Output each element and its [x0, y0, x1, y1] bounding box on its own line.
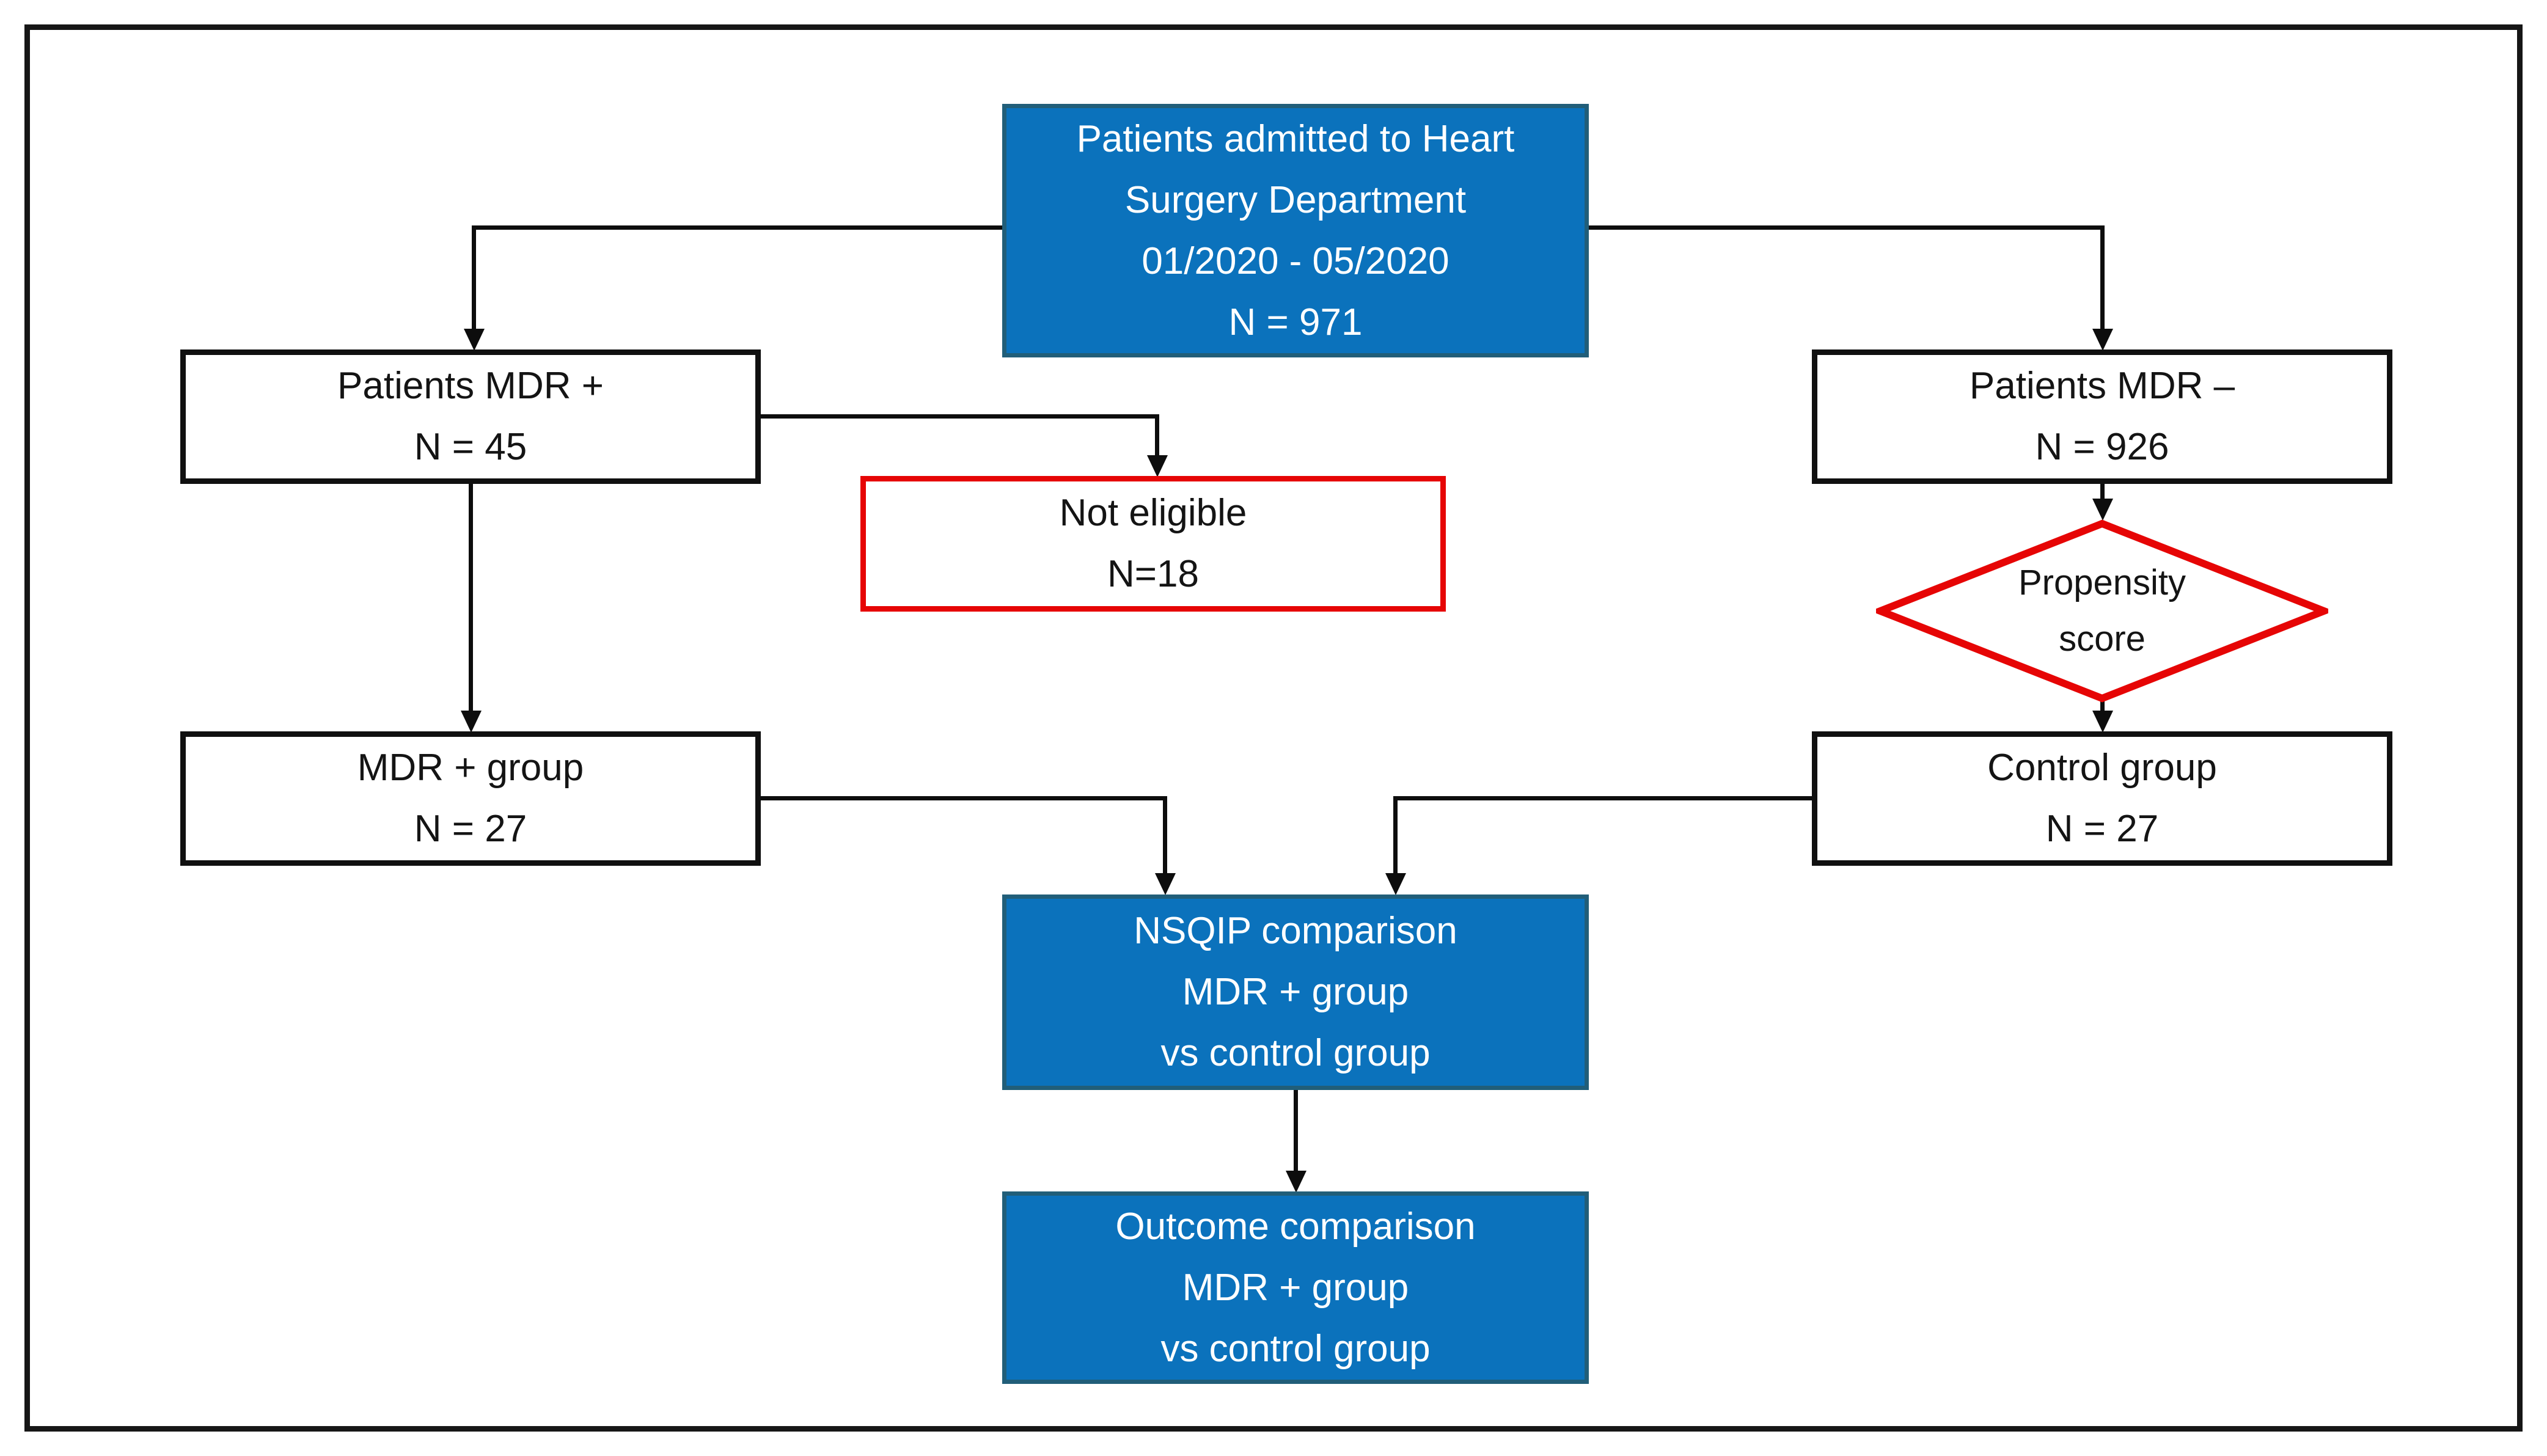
- connector-control-to-nsqip-vertical: [1393, 796, 1398, 873]
- node-not-eligible: Not eligible N=18: [860, 476, 1446, 612]
- node-not-eligible-line2: N=18: [1107, 553, 1199, 595]
- node-patients-admitted-line4: N = 971: [1228, 301, 1363, 343]
- connector-mdrneg-to-diamond: [2100, 483, 2105, 500]
- node-mdr-group-line1: MDR + group: [357, 747, 584, 789]
- node-mdr-group-line2: N = 27: [414, 808, 527, 850]
- node-propensity-line1: Propensity: [2018, 563, 2186, 602]
- connector-top-to-right-vertical: [2100, 225, 2105, 329]
- connector-top-to-right-horizontal: [1588, 225, 2105, 230]
- node-propensity-line2: score: [2059, 619, 2146, 659]
- arrowhead-into-outcome: [1286, 1171, 1306, 1193]
- node-control-group-line2: N = 27: [2045, 808, 2159, 850]
- connector-mdrpos-to-mdrgroup: [469, 483, 473, 711]
- node-nsqip-comparison: NSQIP comparison MDR + group vs control …: [1002, 894, 1589, 1090]
- arrowhead-into-diamond: [2092, 499, 2113, 521]
- node-control-group-line1: Control group: [1987, 747, 2217, 789]
- node-patients-mdr-negative: Patients MDR – N = 926: [1812, 349, 2392, 484]
- outer-border-frame: [24, 24, 2523, 1432]
- node-outcome-line3: vs control group: [1160, 1327, 1431, 1370]
- connector-mdrgroup-to-nsqip-vertical: [1163, 796, 1167, 873]
- arrowhead-into-control: [2092, 711, 2113, 733]
- arrowhead-into-mdr-negative: [2092, 329, 2113, 351]
- node-patients-admitted-line1: Patients admitted to Heart: [1076, 117, 1515, 160]
- node-control-group: Control group N = 27: [1812, 731, 2392, 866]
- propensity-diamond-shape: [1876, 519, 2328, 703]
- node-outcome-line1: Outcome comparison: [1115, 1205, 1476, 1248]
- node-mdr-negative-line2: N = 926: [2035, 426, 2169, 468]
- propensity-diamond-label: Propensity score: [1876, 519, 2328, 703]
- node-outcome-line2: MDR + group: [1182, 1266, 1409, 1309]
- arrowhead-into-mdr-positive: [464, 329, 485, 351]
- node-patients-mdr-positive: Patients MDR + N = 45: [180, 349, 761, 484]
- arrowhead-into-noteligible: [1147, 455, 1168, 477]
- node-patients-admitted-line2: Surgery Department: [1124, 178, 1467, 221]
- connector-top-to-left-vertical: [472, 225, 476, 329]
- connector-mdrpos-to-noteligible-horizontal: [760, 414, 1159, 419]
- node-mdr-positive-line2: N = 45: [414, 426, 527, 468]
- node-mdr-positive-line1: Patients MDR +: [337, 365, 604, 407]
- arrowhead-into-mdrgroup: [461, 711, 482, 733]
- connector-control-to-nsqip-horizontal: [1393, 796, 1813, 800]
- node-outcome-comparison: Outcome comparison MDR + group vs contro…: [1002, 1191, 1589, 1384]
- connector-top-to-left-horizontal: [472, 225, 1002, 230]
- node-not-eligible-line1: Not eligible: [1059, 492, 1247, 534]
- connector-diamond-to-control: [2100, 701, 2105, 712]
- connector-mdrgroup-to-nsqip-horizontal: [760, 796, 1167, 800]
- connector-nsqip-to-outcome: [1294, 1090, 1298, 1171]
- node-mdr-negative-line1: Patients MDR –: [1969, 365, 2235, 407]
- node-mdr-plus-group: MDR + group N = 27: [180, 731, 761, 866]
- node-propensity-score: Propensity score: [1876, 519, 2328, 703]
- node-nsqip-line2: MDR + group: [1182, 971, 1409, 1013]
- connector-mdrpos-to-noteligible-vertical: [1155, 414, 1159, 455]
- arrowhead-into-nsqip-left: [1155, 873, 1176, 895]
- node-nsqip-line1: NSQIP comparison: [1134, 910, 1457, 952]
- node-nsqip-line3: vs control group: [1160, 1032, 1431, 1074]
- arrowhead-into-nsqip-right: [1385, 873, 1406, 895]
- node-patients-admitted: Patients admitted to Heart Surgery Depar…: [1002, 104, 1589, 357]
- node-patients-admitted-line3: 01/2020 - 05/2020: [1142, 240, 1449, 282]
